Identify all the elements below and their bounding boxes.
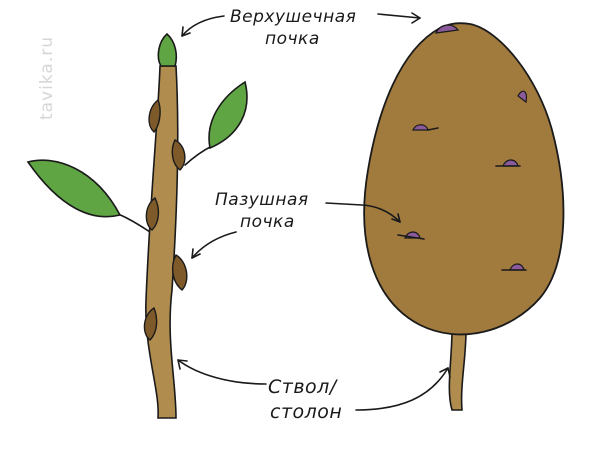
- left-leaf-petiole: [117, 213, 151, 233]
- right-leaf-petiole: [184, 145, 213, 166]
- apical-bud-label-line2: почка: [265, 29, 320, 49]
- tuber-eye-1: [517, 90, 527, 104]
- tuber-eye-4-brow: [397, 234, 425, 240]
- arrow-axillary-stem: [191, 231, 237, 259]
- stem-bud-3: [145, 196, 160, 231]
- axillary-bud-label-line2: почка: [240, 212, 295, 232]
- stem-bud-5: [143, 306, 158, 341]
- right-leaf: [208, 80, 248, 150]
- stem-label-line1: Ствол/: [268, 376, 339, 398]
- apical-bud: [157, 32, 178, 67]
- stem-illustration: [26, 32, 248, 419]
- tuber: [363, 22, 565, 336]
- apical-bud-label-line1: Верхушечная: [230, 7, 356, 27]
- stem-bud-4: [171, 254, 188, 291]
- stolon: [448, 329, 467, 411]
- arrow-apical-stem: [181, 15, 225, 37]
- arrow-stem-right: [355, 367, 449, 411]
- stem-bud-2: [171, 139, 186, 171]
- axillary-bud-label-line1: Пазушная: [215, 190, 309, 210]
- watermark-text: tavika.ru: [37, 36, 57, 120]
- tuber-illustration: [363, 22, 565, 411]
- arrows: [177, 12, 451, 411]
- arrow-axillary-tuber: [325, 202, 401, 223]
- left-leaf: [26, 159, 122, 218]
- arrow-apical-tuber: [377, 13, 421, 19]
- stem-bud-1: [148, 98, 161, 133]
- tuber-eye-2-brow: [427, 127, 439, 131]
- tuber-eye-apical: [435, 24, 460, 34]
- stem-label-line2: столон: [270, 401, 342, 423]
- arrow-stem-left: [177, 359, 267, 385]
